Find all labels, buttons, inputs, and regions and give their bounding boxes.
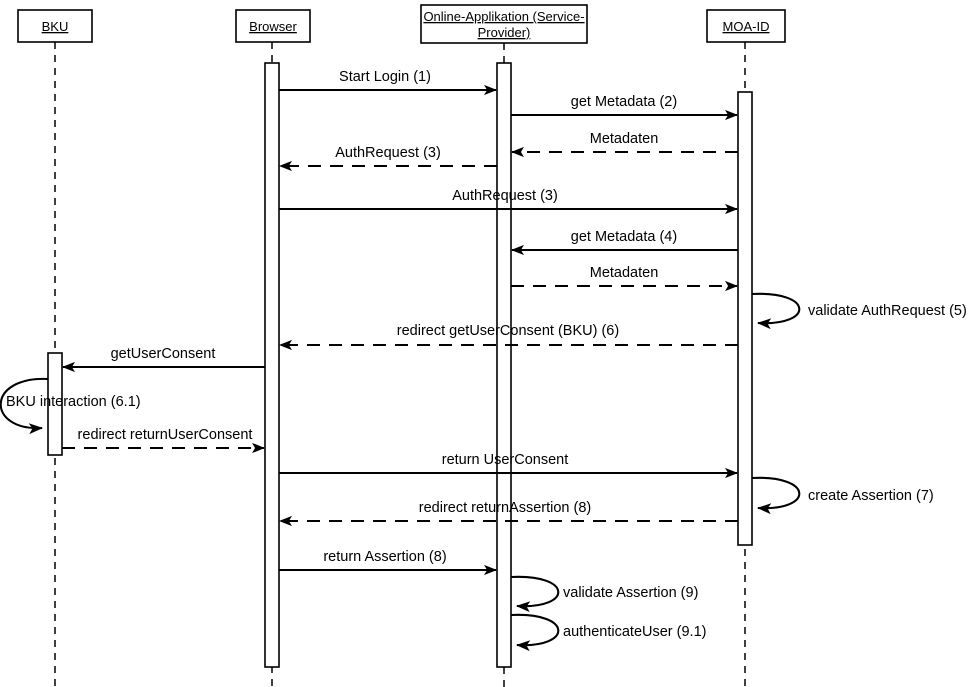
message-m13[interactable]: return Assertion (8) xyxy=(279,549,497,576)
self-message-s3[interactable]: create Assertion (7) xyxy=(751,476,934,515)
message-m7[interactable]: Metadaten xyxy=(511,265,738,292)
message-m3[interactable]: Metadaten xyxy=(511,131,738,158)
message-m10[interactable]: redirect returnUserConsent xyxy=(62,427,265,454)
activation-bar-online_app[interactable] xyxy=(496,62,512,668)
self-message-s2[interactable]: BKU interaction (6.1) xyxy=(0,377,141,435)
self-message-label-s5: authenticateUser (9.1) xyxy=(563,624,706,640)
self-message-label-s3: create Assertion (7) xyxy=(808,488,934,504)
message-m11[interactable]: return UserConsent xyxy=(279,452,738,479)
self-messages-layer: validate AuthRequest (5) BKU interaction … xyxy=(0,292,967,652)
self-message-s5[interactable]: authenticateUser (9.1) xyxy=(510,613,706,652)
activation-bar-moa_id[interactable] xyxy=(737,91,753,546)
lifeline-label-online_app: Online-Applikation (Service- xyxy=(423,9,584,24)
activation-bar-browser[interactable] xyxy=(264,62,280,668)
message-m1[interactable]: Start Login (1) xyxy=(279,69,497,96)
message-label-m7: Metadaten xyxy=(590,265,659,281)
self-message-arrow-s1 xyxy=(751,292,801,330)
message-label-m4: AuthRequest (3) xyxy=(335,145,441,161)
lifeline-header-box-online_app[interactable] xyxy=(420,4,588,44)
message-label-m6: get Metadata (4) xyxy=(571,229,677,245)
messages-layer: Start Login (1) get Metadata (2) Metadaten… xyxy=(62,69,738,576)
self-message-arrow-s4 xyxy=(510,575,560,613)
self-message-label-s4: validate Assertion (9) xyxy=(563,585,698,601)
message-m2[interactable]: get Metadata (2) xyxy=(511,94,738,121)
message-m5[interactable]: AuthRequest (3) xyxy=(279,188,738,215)
activation-bar-bku[interactable] xyxy=(47,352,63,456)
message-label-m10: redirect returnUserConsent xyxy=(78,427,253,443)
lifeline-label-bku: BKU xyxy=(42,19,69,34)
lifelines-layer: BKU Browser Online-Applikation (Service-Pr… xyxy=(17,4,786,687)
message-label-m2: get Metadata (2) xyxy=(571,94,677,110)
message-label-m9: getUserConsent xyxy=(111,346,216,362)
lifeline-header-box-browser[interactable] xyxy=(235,9,311,43)
self-message-label-s2: BKU interaction (6.1) xyxy=(6,394,141,410)
message-m12[interactable]: redirect returnAssertion (8) xyxy=(279,500,738,527)
message-label-m8: redirect getUserConsent (BKU) (6) xyxy=(397,323,619,339)
message-label-m1: Start Login (1) xyxy=(339,69,431,85)
self-message-arrow-s3 xyxy=(751,476,801,515)
lifeline-bku[interactable]: BKU xyxy=(17,9,93,687)
lifeline-header-box-bku[interactable] xyxy=(17,9,93,43)
self-message-s1[interactable]: validate AuthRequest (5) xyxy=(751,292,967,330)
lifeline-header-box-moa_id[interactable] xyxy=(706,9,786,43)
message-m8[interactable]: redirect getUserConsent (BKU) (6) xyxy=(279,323,738,351)
self-message-label-s1: validate AuthRequest (5) xyxy=(808,303,967,319)
message-label-m3: Metadaten xyxy=(590,131,659,147)
lifeline-online_app[interactable]: Online-Applikation (Service-Provider) xyxy=(420,4,588,687)
message-m6[interactable]: get Metadata (4) xyxy=(511,229,738,256)
message-label-m11: return UserConsent xyxy=(442,452,569,468)
message-label-m5: AuthRequest (3) xyxy=(452,188,558,204)
message-m9[interactable]: getUserConsent xyxy=(62,346,265,373)
message-m4[interactable]: AuthRequest (3) xyxy=(279,145,497,172)
self-message-s4[interactable]: validate Assertion (9) xyxy=(510,575,698,613)
lifeline-label-online_app: Provider) xyxy=(478,25,531,40)
lifeline-label-moa_id: MOA-ID xyxy=(723,19,770,34)
self-message-arrow-s5 xyxy=(510,613,560,652)
lifeline-label-browser: Browser xyxy=(249,19,297,34)
message-label-m13: return Assertion (8) xyxy=(323,549,446,565)
lifeline-moa_id[interactable]: MOA-ID xyxy=(706,9,786,687)
self-message-arrow-s2 xyxy=(0,377,49,435)
message-label-m12: redirect returnAssertion (8) xyxy=(419,500,591,516)
lifeline-browser[interactable]: Browser xyxy=(235,9,311,687)
